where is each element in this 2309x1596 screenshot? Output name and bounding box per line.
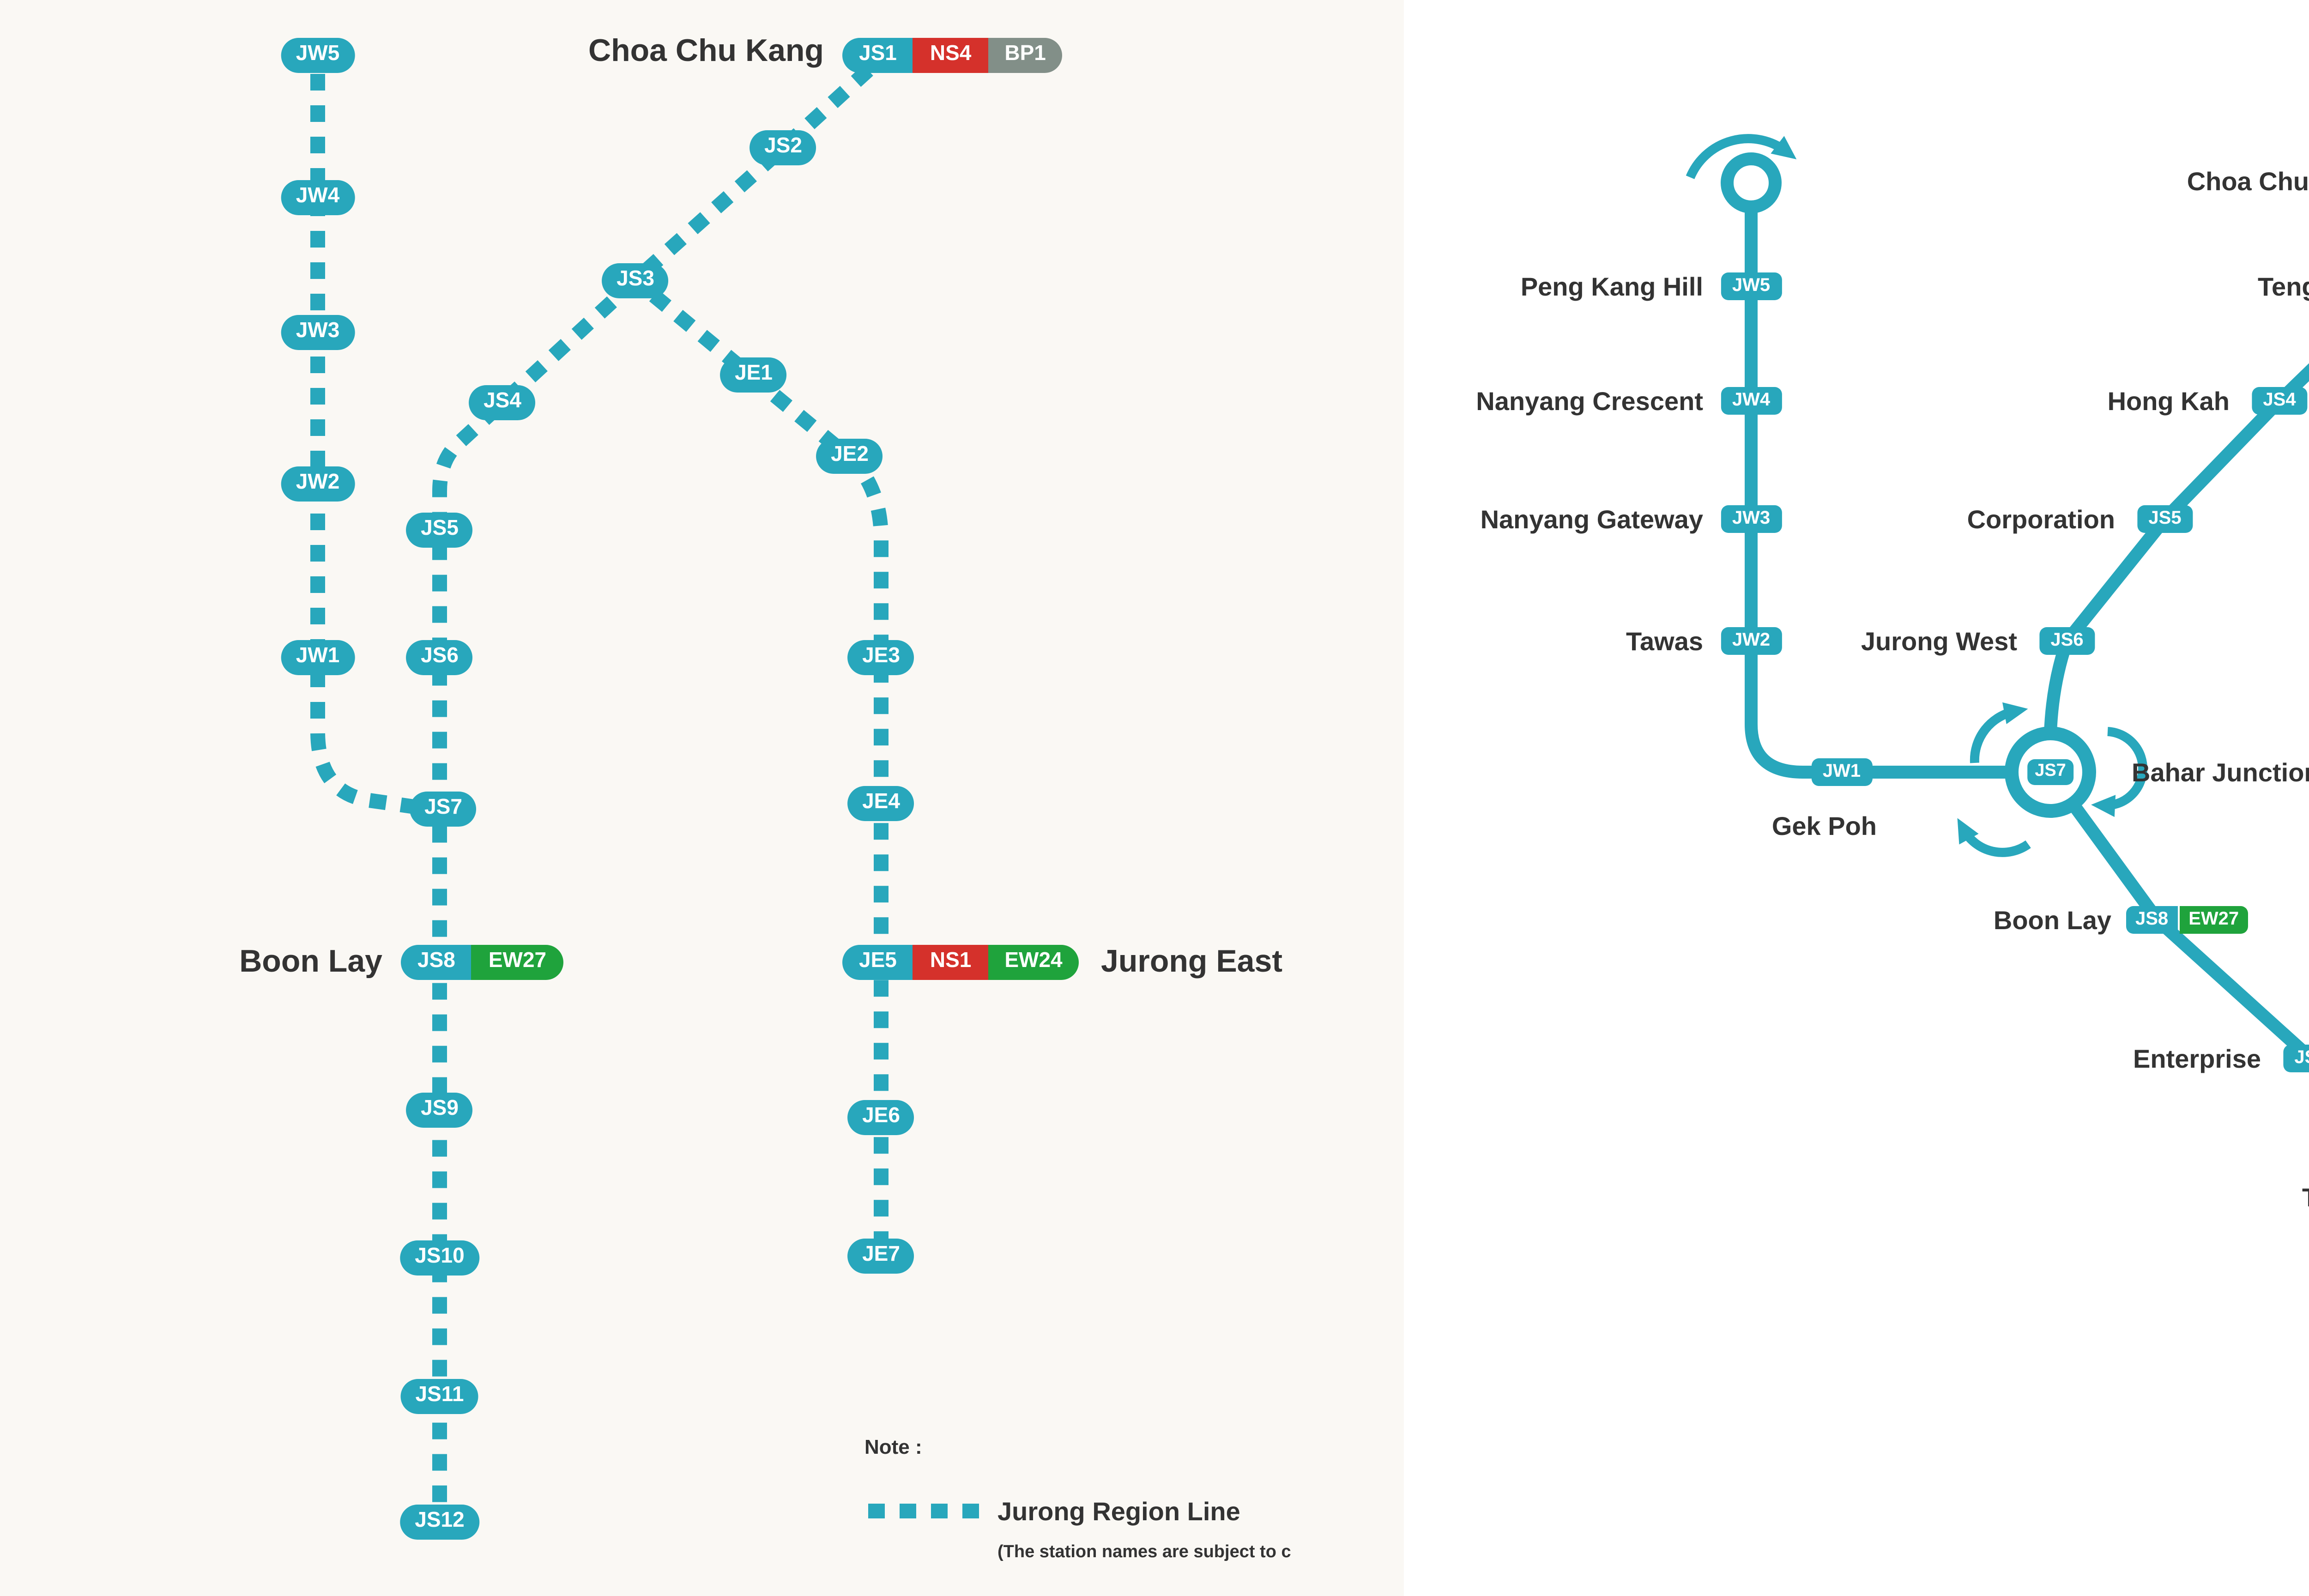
- station-badge-js7: JS7: [410, 792, 477, 827]
- station-badge-jw4: JW4: [1721, 387, 1782, 415]
- station-badge-jw5: JW5: [281, 38, 355, 73]
- station-badge-jw5: JW5: [1721, 272, 1782, 300]
- terminal-loop-top-icon: [1721, 152, 1782, 213]
- station-label-gek-poh: Gek Poh: [1771, 811, 1877, 840]
- station-badge-js4: JS4: [2252, 387, 2307, 415]
- line-badge-js8: JS8: [2126, 906, 2178, 934]
- right-map-panel: JW5JW4JW3JW2JW1JS2JS3JS4JS5JS6JS7JS9JS10…: [1404, 0, 2309, 1596]
- junction-arrow-right-icon: [2091, 727, 2148, 817]
- station-badge-js12: JS12: [400, 1505, 479, 1540]
- station-label-nanyang-crescent: Nanyang Crescent: [1476, 386, 1703, 416]
- station-label-choa-chu-kang: Choa Chu Kang: [588, 33, 824, 68]
- station-badge-js11: JS11: [400, 1379, 479, 1414]
- station-badge-js6: JS6: [2039, 627, 2095, 655]
- loop-arrow-top-icon: [1686, 134, 1797, 179]
- station-label-tawas: Tawas: [1626, 626, 1703, 656]
- station-label-tengah: Tengah: [2258, 272, 2309, 301]
- junction-arrow-upper-left-icon: [1970, 702, 2028, 763]
- station-badge-js9: JS9: [2283, 1045, 2309, 1072]
- jrl-line-main: [432, 65, 873, 1522]
- station-badge-je1: JE1: [720, 357, 787, 393]
- station-badge-js4: JS4: [469, 385, 536, 420]
- line-badge-js1: JS1: [842, 38, 913, 73]
- note-title: Note :: [864, 1437, 922, 1459]
- line-badge-js8: JS8: [401, 945, 472, 980]
- right-map-lines: [1686, 134, 2309, 1066]
- legend-jurong-region-line: Jurong Region Line: [997, 1496, 1240, 1526]
- station-badge-je7: JE7: [847, 1239, 915, 1274]
- station-label-tukang: Tukang: [2302, 1182, 2309, 1212]
- station-badge-jw3: JW3: [281, 315, 355, 350]
- station-badge-js9: JS9: [406, 1093, 473, 1128]
- left-map-lines: [310, 65, 983, 1522]
- junction-arrow-lower-left-icon: [1957, 818, 2031, 857]
- station-badge-jw2: JW2: [1721, 627, 1782, 655]
- jrl-line-main-upper: [2044, 363, 2309, 734]
- station-badge-js5: JS5: [406, 513, 473, 548]
- station-label-jurong-west: Jurong West: [1861, 626, 2017, 656]
- station-badge-js6: JS6: [406, 640, 473, 675]
- station-label-choa-chu-kang-west: Choa Chu Kang West: [2187, 166, 2309, 196]
- station-badge-je4: JE4: [847, 786, 915, 821]
- line-badge-bp1: BP1: [988, 38, 1063, 73]
- station-badge-js2: JS2: [750, 130, 817, 165]
- station-label-boon-lay: Boon Lay: [1993, 905, 2111, 935]
- station-label-enterprise: Enterprise: [2133, 1044, 2261, 1073]
- station-label-boon-lay: Boon Lay: [239, 944, 382, 979]
- station-badge-js7: JS7: [2027, 759, 2073, 785]
- station-label-jurong-east: Jurong East: [1101, 944, 1282, 979]
- station-badge-jw4: JW4: [281, 180, 355, 215]
- left-map-panel: Note : Jurong Region Line (The station n…: [0, 0, 1404, 1596]
- line-badge-ns4: NS4: [913, 38, 988, 73]
- station-label-corporation: Corporation: [1967, 504, 2115, 534]
- station-badge-jw2: JW2: [281, 466, 355, 502]
- station-badge-je2: JE2: [816, 439, 883, 474]
- station-label-peng-kang-hill: Peng Kang Hill: [1520, 272, 1703, 301]
- line-badge-je5: JE5: [842, 945, 913, 980]
- station-badge-js3: JS3: [602, 263, 669, 298]
- station-label-hong-kah: Hong Kah: [2107, 386, 2230, 416]
- station-badge-jw1: JW1: [281, 640, 355, 675]
- line-badge-ns1: NS1: [913, 945, 988, 980]
- line-badge-ew24: EW24: [988, 945, 1079, 980]
- line-badge-ew27: EW27: [471, 945, 563, 980]
- station-label-nanyang-gateway: Nanyang Gateway: [1480, 504, 1703, 534]
- station-badge-jw1: JW1: [1811, 758, 1872, 786]
- jrl-line-jw-branch: [1745, 205, 2015, 779]
- station-label-bahar-junction: Bahar Junction: [2132, 757, 2309, 787]
- legend-subtext: (The station names are subject to c: [997, 1542, 1291, 1563]
- station-badge-je6: JE6: [847, 1100, 915, 1135]
- station-badge-js5: JS5: [2137, 505, 2193, 533]
- station-badge-jw3: JW3: [1721, 505, 1782, 533]
- station-badge-je3: JE3: [847, 640, 915, 675]
- line-badge-ew27: EW27: [2179, 906, 2249, 934]
- jrl-line-jw-branch: [310, 74, 419, 815]
- station-badge-js10: JS10: [400, 1240, 479, 1276]
